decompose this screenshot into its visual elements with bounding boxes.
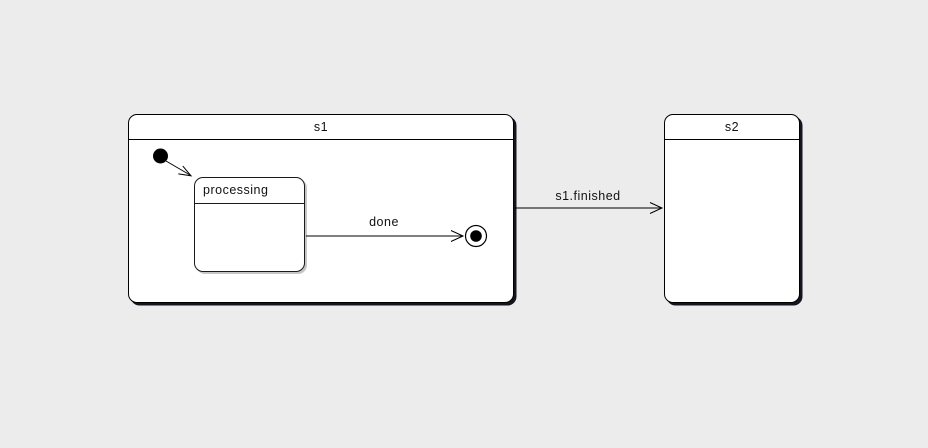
transition-initial-to-processing[interactable] [165, 160, 191, 176]
initial-state-node[interactable] [153, 148, 168, 164]
state-s2-title: s2 [665, 115, 799, 140]
transition-label-s1-finished: s1.finished [555, 189, 621, 203]
state-processing[interactable]: processing [194, 177, 305, 272]
state-s1-title: s1 [129, 115, 513, 140]
transition-label-done: done [369, 215, 399, 229]
final-state-node-inner [470, 230, 482, 242]
arrowhead-s1-to-s2 [649, 202, 664, 214]
state-s1[interactable]: s1 [128, 114, 514, 303]
arrowhead-processing-to-final [450, 230, 465, 242]
state-s2[interactable]: s2 [664, 114, 800, 303]
state-processing-title: processing [195, 178, 304, 204]
arrowhead-initial-to-processing [178, 165, 193, 177]
